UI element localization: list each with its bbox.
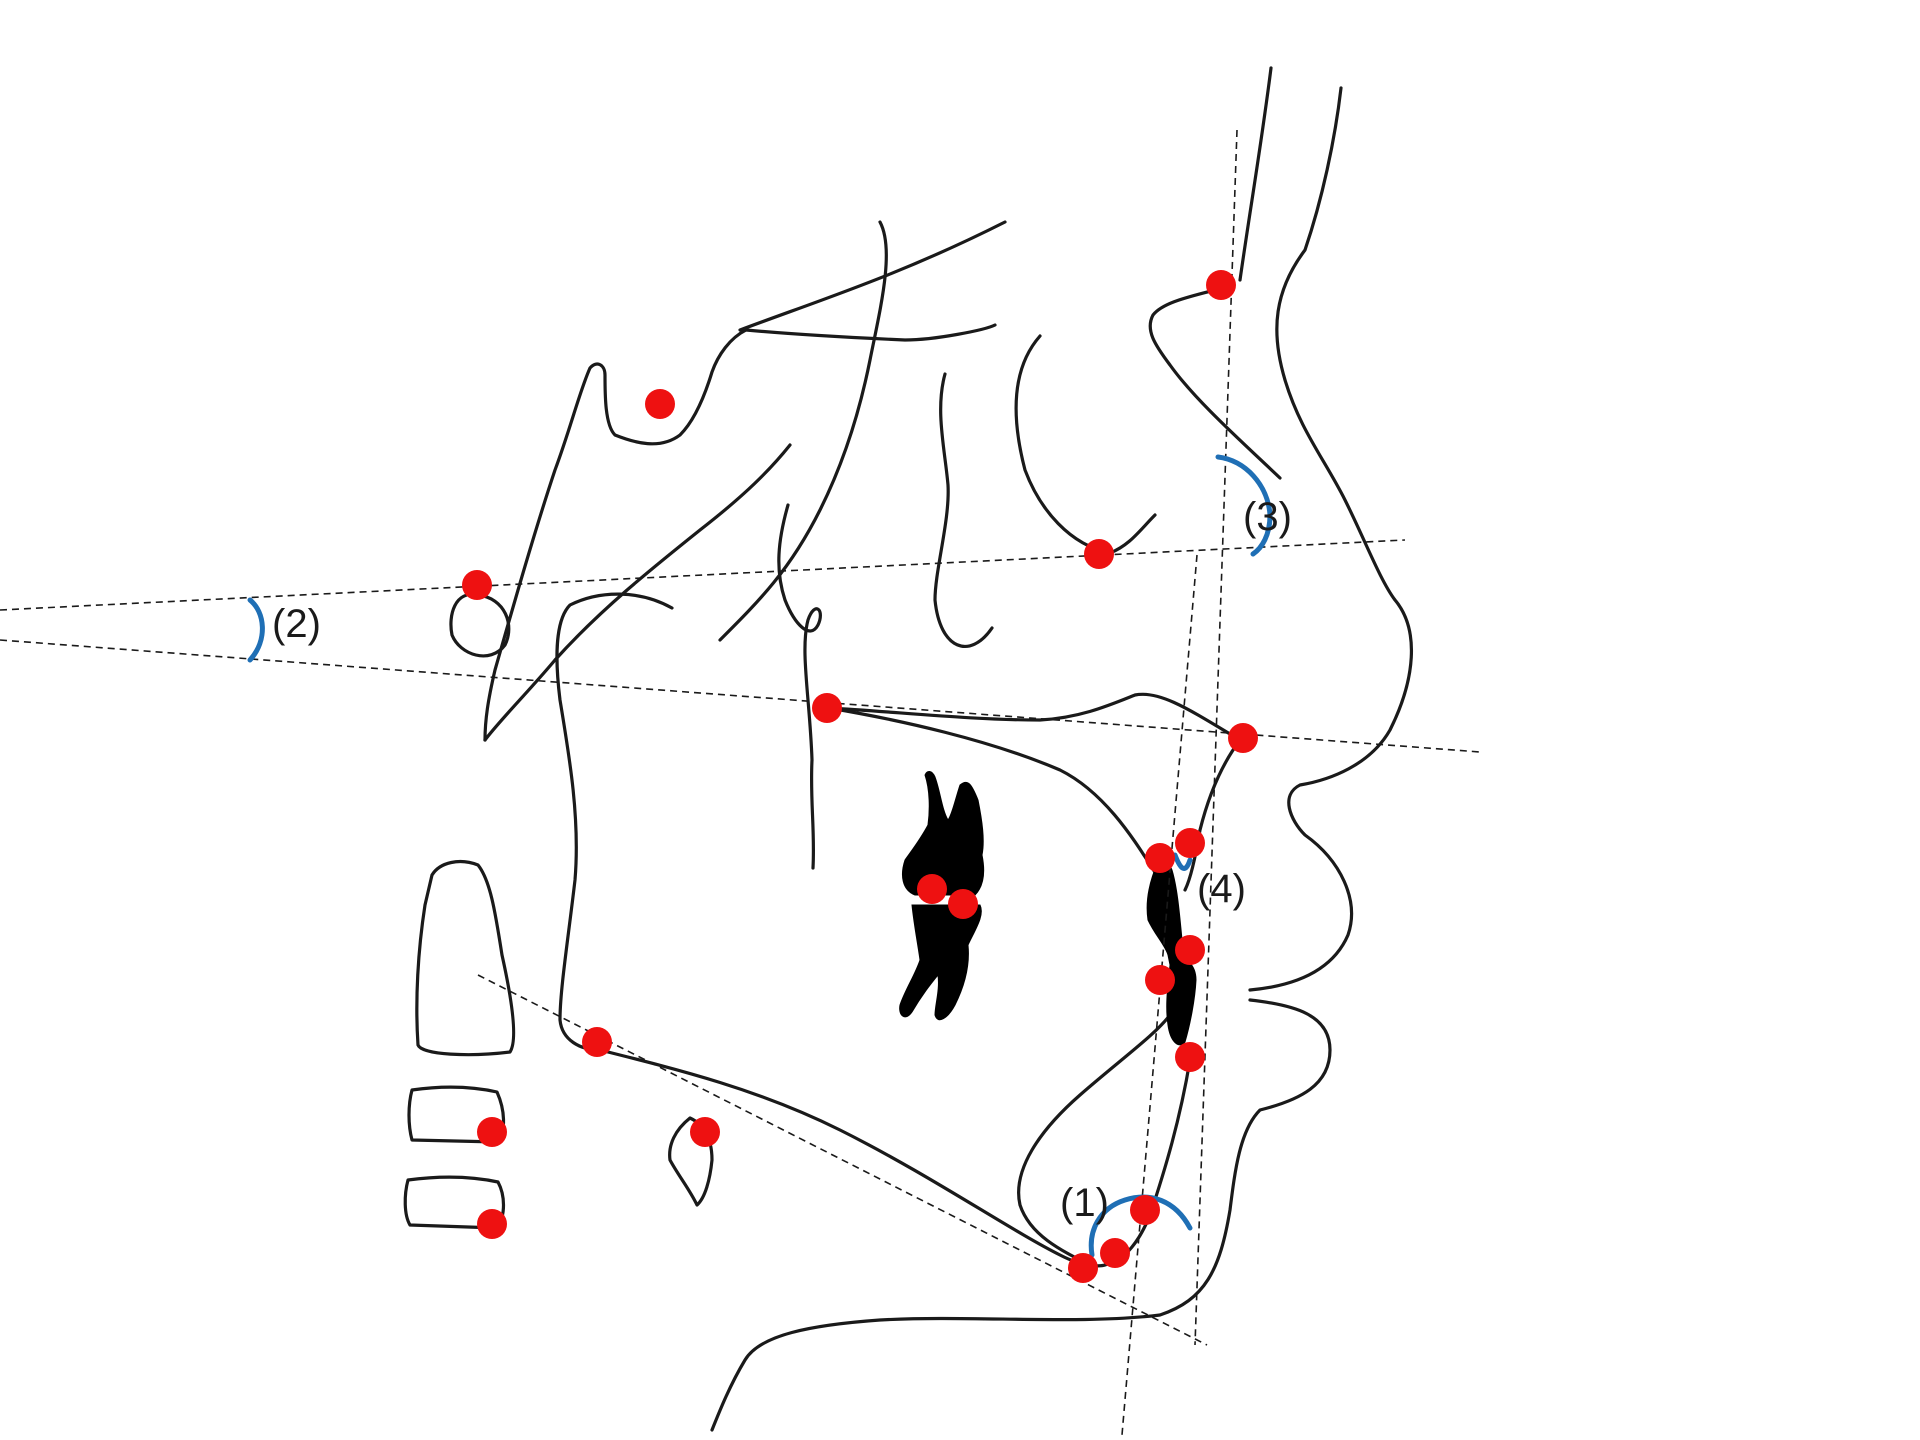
landmark-upper-incisor-tip: [1175, 935, 1205, 965]
soft-tissue-profile: [710, 66, 1414, 1432]
landmark-sella: [645, 389, 675, 419]
landmark-point-a: [1175, 828, 1205, 858]
facial-vertical-line: [1194, 129, 1238, 1346]
incisor-axis-line: [1121, 554, 1198, 1436]
frankfort-horizontal-line: [0, 539, 1406, 611]
orbit-outline: [933, 372, 994, 648]
maxilla-lower-outline: [827, 706, 1162, 882]
angle-2-label: (2): [272, 602, 321, 646]
symphysis-anterior-outline: [1108, 1058, 1192, 1264]
mandible-body-outline: [598, 1048, 1112, 1268]
landmark-anterior-nasal-spine: [1228, 723, 1258, 753]
landmark-vertebra-c3: [477, 1117, 507, 1147]
vertebra-c4-outline: [403, 1175, 506, 1230]
landmark-upper-molar-cusp: [917, 874, 947, 904]
landmark-posterior-nasal-spine: [812, 693, 842, 723]
frontal-bone-outline: [1148, 285, 1282, 480]
anterior-cranial-base-line: [738, 220, 1007, 332]
landmark-points: [462, 270, 1258, 1283]
maxilla-anterior-outline: [1183, 738, 1242, 892]
posterior-cranial-base-line: [483, 443, 792, 742]
angle-1-arc: [1088, 1194, 1193, 1258]
landmark-lower-incisor-tip: [1145, 965, 1175, 995]
orbit-lateral-rim: [1014, 334, 1157, 555]
landmark-upper-incisor-apex: [1145, 843, 1175, 873]
angle-1-label: (1): [1060, 1181, 1109, 1225]
teeth: [899, 771, 1197, 1046]
angle-4-arc: [1172, 852, 1193, 871]
soft-tissue-nasal-bridge-outline: [1238, 66, 1273, 282]
skeletal-outlines: [483, 220, 1282, 1268]
landmark-porion: [462, 570, 492, 600]
angle-arcs: [247, 454, 1273, 1258]
landmark-orbitale: [1084, 539, 1114, 569]
landmark-nasion: [1206, 270, 1236, 300]
landmark-lower-molar-cusp: [948, 889, 978, 919]
angle-labels: (1) (2) (3) (4): [272, 495, 1292, 1225]
landmark-point-b: [1175, 1042, 1205, 1072]
soft-tissue-lips-chin-outline: [710, 998, 1332, 1432]
sella-turcica-outline: [483, 328, 748, 742]
vertebra-c3-outline: [407, 1085, 506, 1144]
angle-4-label: (4): [1197, 867, 1246, 911]
upper-molar-tooth: [902, 771, 985, 896]
landmark-gonion: [582, 1027, 612, 1057]
landmark-hyoid: [690, 1117, 720, 1147]
soft-tissue-forehead-nose-outline: [1248, 86, 1414, 992]
ear-rod-ring: [449, 592, 511, 658]
palatal-plane-outline: [827, 692, 1242, 742]
symphysis-outline: [1017, 1013, 1172, 1267]
landmark-menton: [1068, 1253, 1098, 1283]
mandibular-plane-line: [477, 974, 1208, 1346]
angle-2-arc: [247, 597, 265, 663]
angle-3-arc: [1215, 454, 1273, 557]
reference-lines: [0, 129, 1481, 1436]
landmark-pogonion: [1130, 1195, 1160, 1225]
palatal-reference-line: [0, 639, 1481, 753]
pterygomaxillary-fissure: [777, 503, 822, 870]
landmark-vertebra-c4: [477, 1209, 507, 1239]
lower-molar-tooth: [899, 904, 982, 1021]
landmark-gnathion: [1100, 1238, 1130, 1268]
pterygoid-line: [718, 220, 888, 642]
mandible-ramus-outline: [555, 592, 674, 1052]
vertebra-c2-outline: [415, 860, 516, 1057]
cranial-base-contour: [744, 323, 997, 342]
angle-3-label: (3): [1243, 495, 1292, 539]
